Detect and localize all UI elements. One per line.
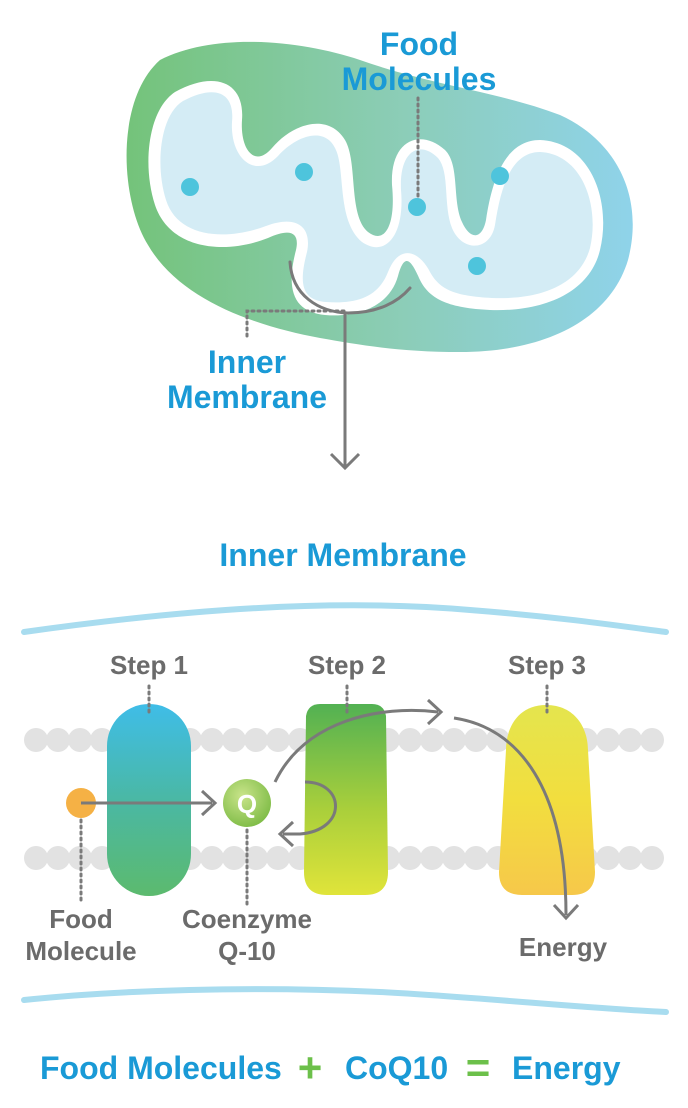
lipid-head — [398, 728, 422, 752]
inner-membrane-leader — [245, 309, 347, 338]
lipid-head — [420, 728, 444, 752]
coq10-molecule — [223, 779, 271, 827]
lipid-head — [244, 728, 268, 752]
lipid-head — [266, 728, 290, 752]
food-to-coq-arrowhead — [200, 789, 218, 817]
lipid-head — [24, 846, 48, 870]
lipid-head — [222, 846, 246, 870]
coenzyme-label-line1: Coenzyme — [182, 904, 312, 934]
membrane-bottom-wave — [21, 986, 669, 1015]
lipid-head — [68, 728, 92, 752]
mitochondrion-matrix — [160, 92, 593, 303]
coq-to-step3-arrowhead — [426, 698, 444, 726]
step2-loop-arrow — [283, 780, 337, 836]
food-molecule-label-line2: Molecule — [25, 936, 136, 966]
energy-arrowhead — [552, 903, 580, 921]
coq10-symbol: Q — [237, 789, 257, 819]
lipid-head — [596, 728, 620, 752]
equation-equals: = — [466, 1044, 491, 1091]
lipid-head — [398, 846, 422, 870]
energy-arrow — [453, 716, 568, 916]
inner-membrane-label-line2: Membrane — [167, 379, 327, 415]
food-molecule-dot — [491, 167, 509, 185]
coq-to-step3-arrow — [273, 708, 439, 783]
food-molecule-dot — [408, 198, 426, 216]
step2-loop-arrowhead — [277, 820, 295, 848]
lipid-head — [442, 728, 466, 752]
section-title: Inner Membrane — [219, 537, 466, 573]
lipid-head — [640, 846, 664, 870]
lipid-head — [486, 728, 510, 752]
food-molecules-label-line2: Molecules — [342, 61, 497, 97]
step3-label: Step 3 — [508, 650, 586, 680]
equation-coq10: CoQ10 — [345, 1050, 448, 1086]
food-molecules-label-line1: Food — [380, 26, 458, 62]
lipid-head — [24, 728, 48, 752]
lipid-head — [222, 728, 246, 752]
equation-food-molecules: Food Molecules — [40, 1050, 282, 1086]
lipid-head — [200, 728, 224, 752]
energy-label: Energy — [519, 932, 608, 962]
lipid-head — [420, 846, 444, 870]
zoom-arrow-head — [329, 452, 361, 471]
lipid-head — [244, 846, 268, 870]
lipid-head — [618, 846, 642, 870]
lipid-head — [266, 846, 290, 870]
equation-plus: + — [298, 1044, 323, 1091]
inner-membrane-highlight — [288, 260, 412, 315]
lipid-head — [200, 846, 224, 870]
step2-label: Step 2 — [308, 650, 386, 680]
lipid-head — [596, 846, 620, 870]
lipid-head — [618, 728, 642, 752]
food-molecule-label-line1: Food — [49, 904, 113, 934]
inner-membrane-label-line1: Inner — [208, 344, 286, 380]
lipid-head — [442, 846, 466, 870]
food-molecule-dot — [181, 178, 199, 196]
step2-protein — [304, 704, 388, 895]
equation: Food Molecules + CoQ10 = Energy — [40, 1044, 621, 1091]
step1-protein — [107, 704, 191, 896]
equation-energy: Energy — [512, 1050, 621, 1086]
lipid-head — [46, 846, 70, 870]
lipid-head — [640, 728, 664, 752]
coenzyme-label-line2: Q-10 — [218, 936, 276, 966]
lipid-head — [46, 728, 70, 752]
food-molecule-dot — [468, 257, 486, 275]
food-molecule-dot — [295, 163, 313, 181]
lipid-head — [464, 728, 488, 752]
step1-label: Step 1 — [110, 650, 188, 680]
membrane-top-wave — [21, 602, 669, 635]
mitochondrion: Food Molecules Inner Membrane — [126, 26, 633, 471]
lipid-head — [464, 846, 488, 870]
